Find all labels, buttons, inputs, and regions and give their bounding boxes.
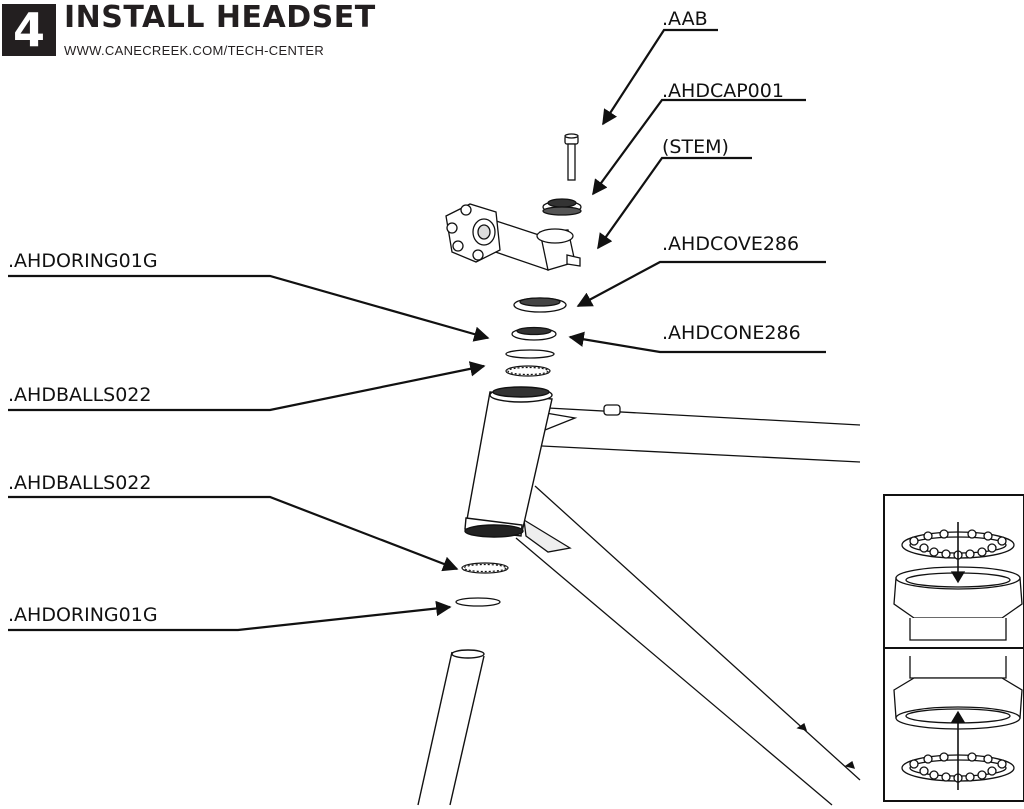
tech-center-url[interactable]: WWW.CANECREEK.COM/TECH-CENTER xyxy=(64,43,325,58)
label-lower-o-ring: .AHDORING01G xyxy=(8,604,158,626)
upper-o-ring xyxy=(505,349,555,359)
lower-bearing-balls xyxy=(461,562,509,574)
label-aab: .AAB xyxy=(662,8,708,30)
top-cover xyxy=(513,297,567,313)
label-top-cap: .AHDCAP001 xyxy=(662,80,784,102)
label-top-cone: .AHDCONE286 xyxy=(662,322,801,344)
bearing-orientation-inset xyxy=(883,494,1024,802)
leader-aab xyxy=(602,28,718,126)
leader-top-cap xyxy=(592,98,806,196)
label-stem: (STEM) xyxy=(662,136,729,158)
stem xyxy=(445,203,581,271)
lower-cup-inset xyxy=(893,656,1023,790)
leader-upper-o-ring xyxy=(8,274,490,342)
label-lower-balls: .AHDBALLS022 xyxy=(8,472,152,494)
leader-lines xyxy=(8,28,826,632)
leader-top-cone xyxy=(568,331,826,354)
leader-top-cover xyxy=(576,260,826,307)
upper-cup-inset xyxy=(893,522,1023,641)
fork-steerer xyxy=(417,649,485,806)
bike-frame xyxy=(515,404,861,806)
label-upper-balls: .AHDBALLS022 xyxy=(8,384,152,406)
aab-bolt xyxy=(564,133,579,181)
step-number-badge: 4 xyxy=(2,4,56,56)
lower-o-ring xyxy=(455,597,501,607)
leader-lower-o-ring xyxy=(8,600,452,632)
leader-upper-balls xyxy=(8,361,486,412)
label-upper-o-ring: .AHDORING01G xyxy=(8,250,158,272)
upper-bearing-balls xyxy=(505,365,551,377)
top-cone xyxy=(511,326,557,341)
head-tube xyxy=(464,386,553,538)
leader-lower-balls xyxy=(8,495,459,572)
leader-stem xyxy=(597,156,752,250)
page-title: INSTALL HEADSET xyxy=(64,0,376,35)
top-cap xyxy=(542,198,582,216)
label-top-cover: .AHDCOVE286 xyxy=(662,233,800,255)
